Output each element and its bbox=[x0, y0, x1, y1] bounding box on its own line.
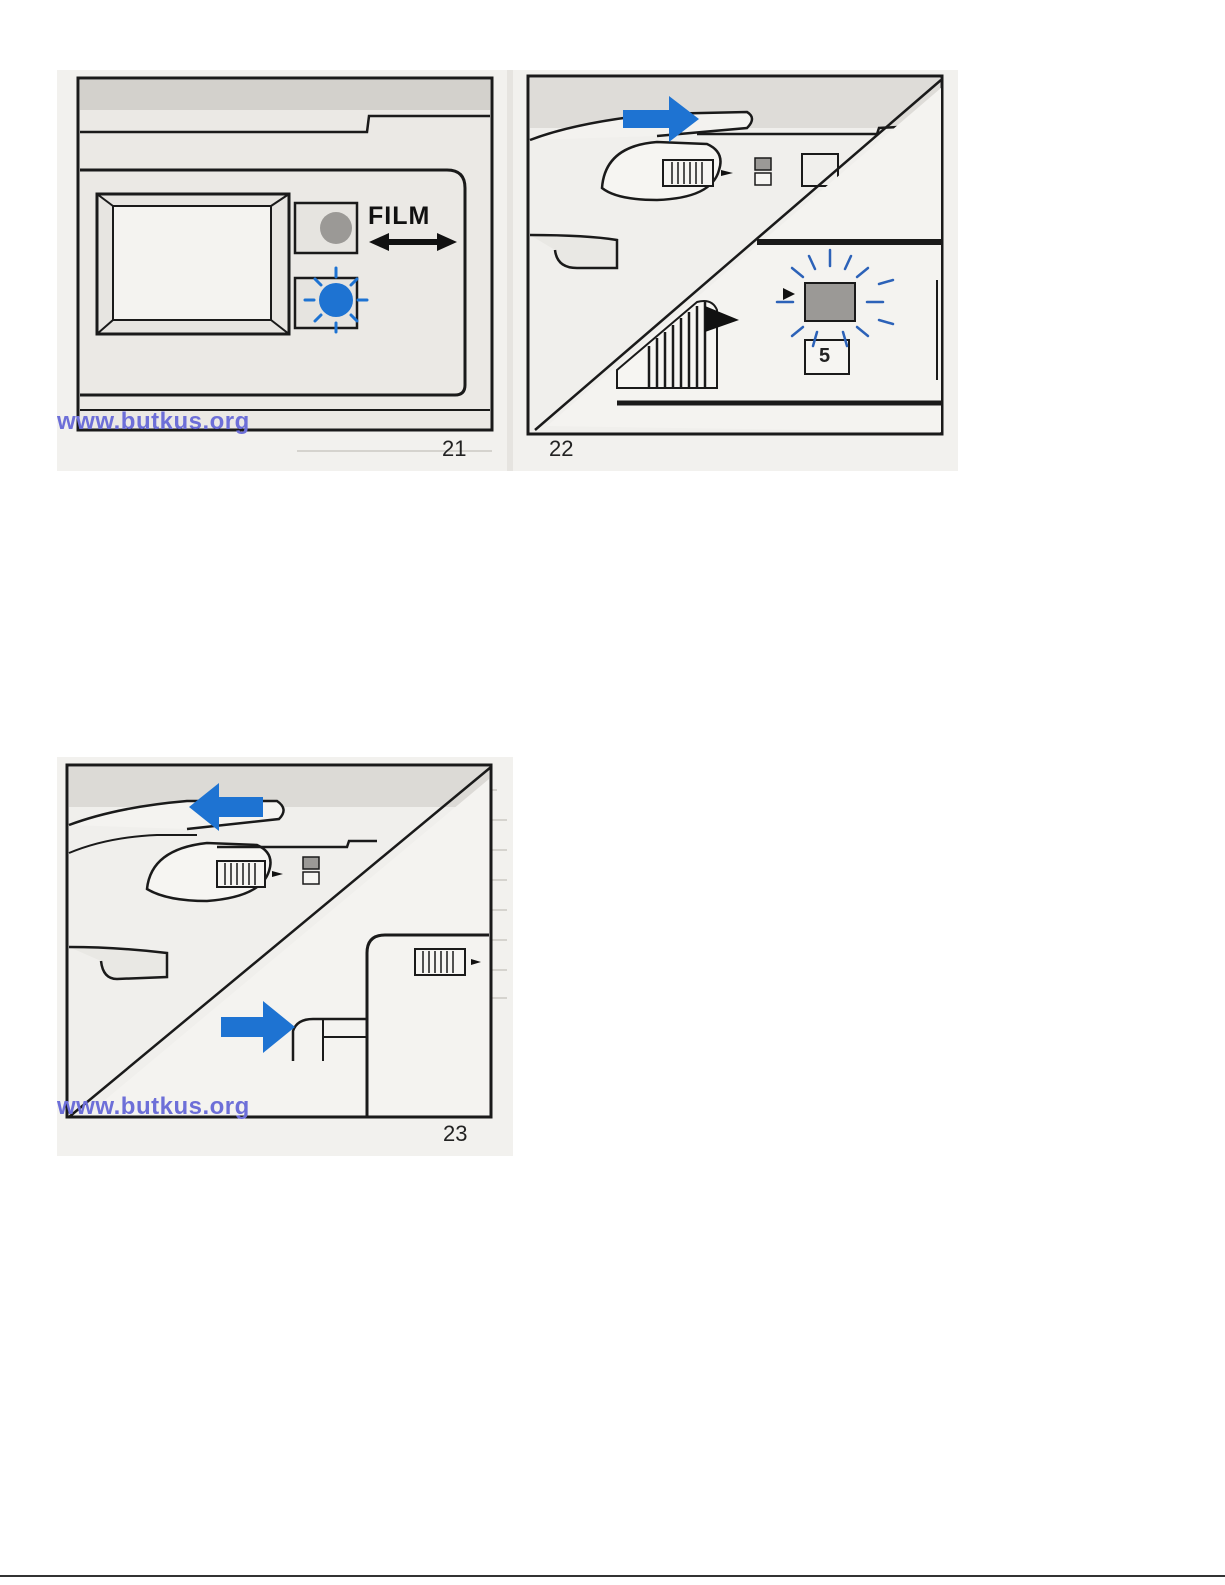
frame-counter-digit: 5 bbox=[819, 345, 830, 368]
figure-21-number: 21 bbox=[442, 436, 466, 462]
film-label: FILM bbox=[368, 202, 430, 231]
watermark-text: www.butkus.org bbox=[57, 1093, 250, 1121]
watermark-text: www.butkus.org bbox=[57, 408, 250, 436]
scan-page-bottom: 23 www.butkus.org bbox=[57, 757, 513, 1156]
figure-22-number: 22 bbox=[549, 436, 573, 462]
scan-page-top: FILM 21 22 5 www.butkus.org bbox=[57, 70, 958, 471]
page-bottom-rule bbox=[0, 1575, 1225, 1577]
figure-23-number: 23 bbox=[443, 1121, 467, 1147]
